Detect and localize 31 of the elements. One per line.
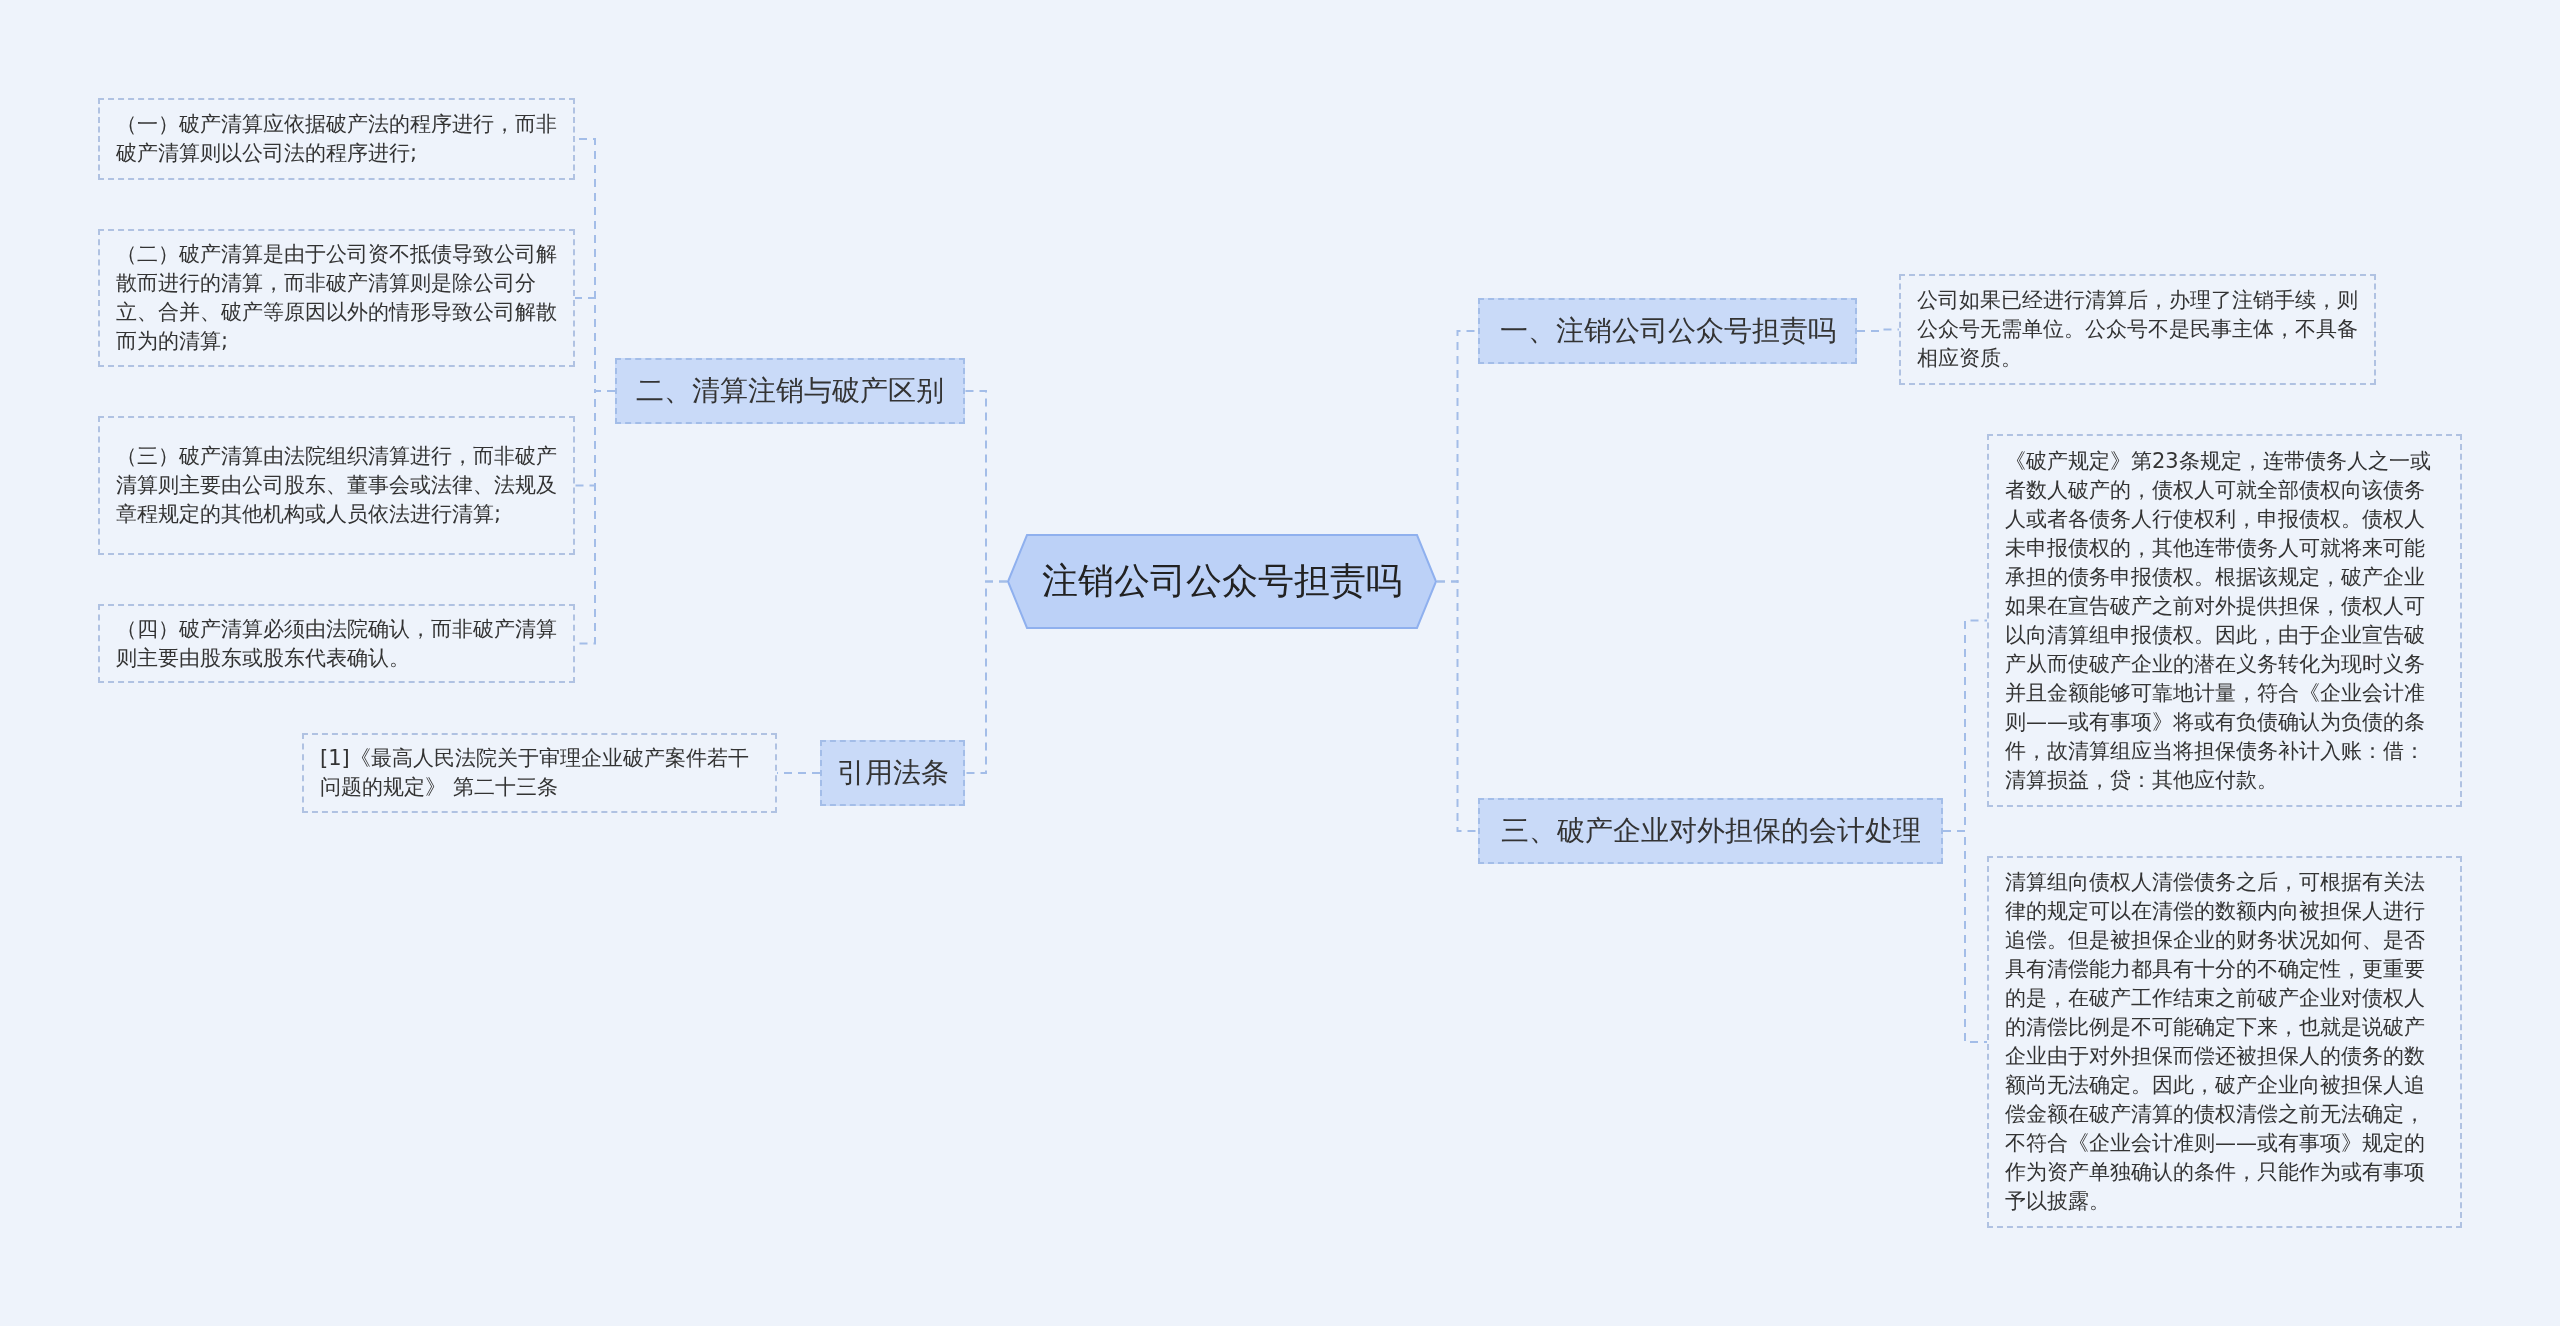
- note-box: [1899, 274, 2376, 385]
- topic-text: 引用法条: [836, 755, 949, 791]
- note-text: （一）破产清算应依据破产法的程序进行，而非破产清算则以公司法的程序进行;: [116, 111, 557, 167]
- connector-line: [776, 772, 821, 774]
- central-topic-hexagon: [1007, 534, 1437, 629]
- note-box: [98, 604, 575, 683]
- topic-text: 二、清算注销与破产区别: [636, 373, 944, 409]
- note-text: （四）破产清算必须由法院确认，而非破产清算则主要由股东或股东代表确认。: [116, 615, 557, 672]
- connector-line: [1436, 580, 1479, 832]
- note-box: [302, 733, 777, 813]
- topic-box: [820, 740, 965, 806]
- topic-box: [1478, 798, 1943, 864]
- topic-box: [1478, 298, 1857, 364]
- topic-box: [615, 358, 965, 424]
- note-box: [1987, 434, 2462, 807]
- central-topic-text: 注销公司公众号担责吗: [1042, 559, 1402, 603]
- topic-text: 三、破产企业对外担保的会计处理: [1500, 813, 1921, 849]
- note-box: [98, 416, 575, 555]
- note-box: [98, 229, 575, 367]
- note-box: [1987, 856, 2462, 1228]
- connector-line: [1942, 830, 1988, 1043]
- note-text: [1]《最高人民法院关于审理企业破产案件若干问题的规定》 第二十三条: [320, 745, 750, 801]
- note-text: （三）破产清算由法院组织清算进行，而非破产清算则主要由公司股东、董事会或法律、法规及章程规定的其他机构或人员依法进行清算;: [116, 443, 557, 528]
- note-text: 公司如果已经进行清算后，办理了注销手续，则公众号无需单位。公众号不是民事主体，不具备相应资质。: [1917, 287, 2358, 372]
- note-text: 清算组向债权人清偿债务之后，可根据有关法律的规定可以在清偿的数额内向被担保人进行追偿。但是被担保企业的财务状况如何、是否具有清偿能力都具有十分的不确定性，更重要的是，在破产工作结束之前破产企业对债权人的清偿比例是不可能确定下来，也就是说破产企业由于对外担保而偿还被担保人的债务的数额尚无法确定。因此，破产企业向被担保人追偿金额在破产清算的债权清偿之前无法确定，不符合《企业会计准则——或有事项》规定的作为资产单独确认的条件，只能作为或有事项予以披露。: [2005, 869, 2426, 1215]
- note-text: （二）破产清算是由于公司资不抵债导致公司解散而进行的清算，而非破产清算则是除公司分立、合并、破产等原因以外的情形导致公司解散而为的清算;: [116, 241, 557, 355]
- connector-line: [1856, 328, 1900, 332]
- note-text: 《破产规定》第23条规定，连带债务人之一或者数人破产的，债权人可就全部债权向该债务人或者各债务人行使权利，申报债权。债权人未申报债权的，其他连带债务人可就将来可能承担的债务申报债权。根据该规定，破产企业如果在宣告破产之前对外提供担保，债权人可以向清算组申报债权。因此，由于企业宣告破产从而使破产企业的潜在义务转化为现时义务并且金额能够可靠地计量，符合《企业会计准则——或有事项》将或有负债确认为负债的条件，故清算组应当将担保债务补计入账：借：清算损益，贷：其他应付款。: [2005, 447, 2432, 794]
- connector-line: [964, 580, 1008, 774]
- note-box: [98, 98, 575, 180]
- topic-text: 一、注销公司公众号担责吗: [1499, 313, 1836, 349]
